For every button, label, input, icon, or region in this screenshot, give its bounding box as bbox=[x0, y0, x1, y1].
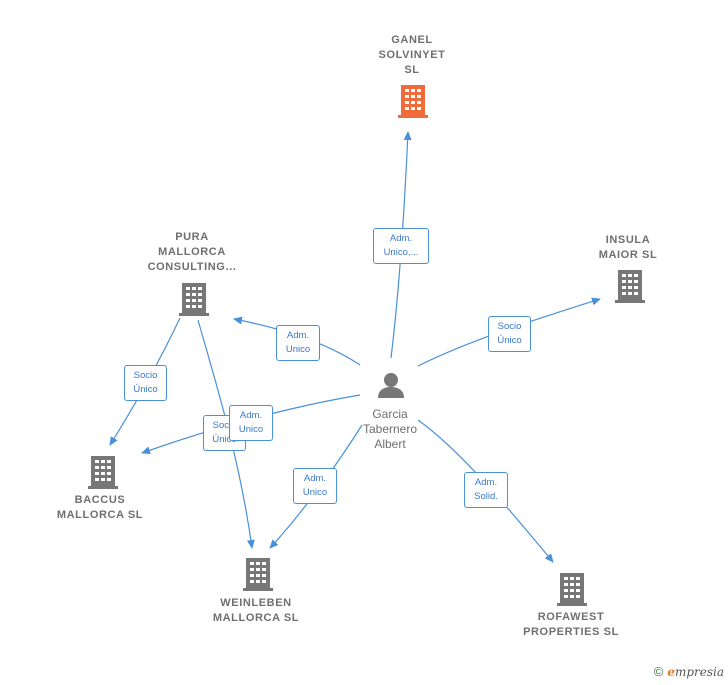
company-baccus[interactable]: BACCUS MALLORCA SL bbox=[56, 494, 144, 521]
edge-label-rofawest[interactable]: Adm. Solid. bbox=[464, 472, 508, 508]
company-insula[interactable]: INSULA MAIOR SL bbox=[598, 234, 658, 261]
building-icon[interactable] bbox=[88, 456, 118, 489]
person-icon[interactable] bbox=[378, 373, 404, 398]
edge-label-weinleben[interactable]: Adm. Unico bbox=[293, 468, 337, 504]
edge-label-ganel[interactable]: Adm. Unico,... bbox=[373, 228, 429, 264]
company-ganel[interactable]: GANEL SOLVINYET SL bbox=[378, 34, 446, 76]
brand-footer: ©empresia bbox=[654, 664, 724, 679]
building-icon[interactable] bbox=[243, 558, 273, 591]
person-name[interactable]: Garcia Tabernero Albert bbox=[362, 407, 418, 451]
edge-label-insula[interactable]: Socio Único bbox=[488, 316, 531, 352]
company-pura[interactable]: PURA MALLORCA CONSULTING... bbox=[147, 231, 237, 273]
building-icon[interactable] bbox=[615, 270, 645, 303]
edge-label-pura[interactable]: Adm. Unico bbox=[276, 325, 320, 361]
company-weinleben[interactable]: WEINLEBEN MALLORCA SL bbox=[212, 597, 300, 624]
building-icon[interactable] bbox=[398, 85, 428, 118]
brand-logo: empresia bbox=[667, 665, 724, 679]
edge-label-baccus[interactable]: Adm. Unico bbox=[229, 405, 273, 441]
building-icon[interactable] bbox=[179, 283, 209, 316]
copyright-icon: © bbox=[653, 664, 664, 679]
building-icon[interactable] bbox=[557, 573, 587, 606]
edge-label-pura-baccus[interactable]: Socio Único bbox=[124, 365, 167, 401]
company-rofawest[interactable]: ROFAWEST PROPERTIES SL bbox=[523, 611, 619, 638]
